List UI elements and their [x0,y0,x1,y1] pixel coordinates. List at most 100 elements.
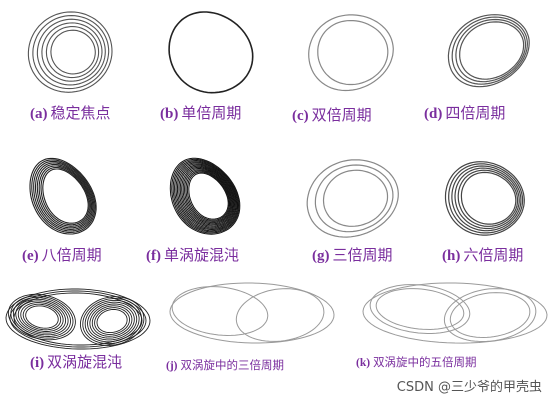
panel-f: (f)单涡旋混沌 [140,150,280,270]
caption-label: 八倍周期 [41,246,102,264]
trajectory-loop [25,305,59,329]
phase-portrait-j [169,282,335,344]
caption-label: 稳定焦点 [50,104,111,122]
trajectory-loop [188,172,229,220]
trajectory-loop [42,168,89,224]
caption-e: (e)八倍周期 [22,246,102,265]
caption-tag: (g) [312,248,330,264]
watermark: CSDN @三少爷的甲壳虫 [396,380,542,395]
trajectory-loop [459,21,525,80]
trajectory-loop [455,18,527,83]
trajectory-loop [87,301,138,341]
trajectory-loop [174,161,238,232]
trajectory-loop [168,11,254,94]
trajectory-loop [186,171,230,221]
trajectory-loop [31,159,96,234]
trajectory-loop [172,159,239,233]
caption-label: 六倍周期 [463,246,524,264]
trajectory-loop [45,26,100,79]
trajectory-loop [449,292,531,339]
phase-portrait-b [168,11,254,94]
caption-j: (j)双涡旋中的三倍周期 [166,356,284,375]
trajectory-loop [169,157,241,235]
phase-portrait-d [447,14,530,88]
trajectory-loop [20,302,64,332]
caption-label: 三倍周期 [332,246,393,264]
trajectory-loop [306,159,399,238]
trajectory-loop [322,169,389,227]
trajectory-loop [169,282,335,344]
trajectory-loop [181,166,234,226]
trajectory-loop [175,162,237,231]
trajectory-loop [308,14,394,92]
caption-i: (i)双涡旋混沌 [30,353,122,372]
trajectory-loop [179,165,235,227]
caption-d: (d)四倍周期 [424,104,505,123]
trajectory-loop [185,170,231,222]
phase-portrait-e [29,157,97,235]
caption-label: 双倍周期 [311,106,372,124]
trajectory-loop [314,164,394,233]
trajectory-loop [96,309,128,334]
trajectory-loop [460,171,517,225]
phase-portrait-h [444,161,525,236]
trajectory-loop [444,161,525,236]
trajectory-loop [171,286,269,337]
trajectory-loop [29,157,97,235]
trajectory-loop [5,288,151,350]
trajectory-loop [176,163,236,229]
trajectory-loop [171,158,240,234]
phase-portrait-a [27,11,113,93]
caption-b: (b)单倍周期 [160,104,241,123]
trajectory-loop [50,29,96,75]
caption-label: 双涡旋混沌 [47,353,123,371]
caption-label: 双涡旋中的五倍周期 [373,355,477,369]
trajectory-loop [454,167,520,230]
trajectory-loop [362,282,548,344]
trajectory-loop [32,15,110,90]
caption-f: (f)单涡旋混沌 [146,246,239,265]
trajectory-loop [317,20,389,86]
trajectory-loop [36,163,93,229]
trajectory-loop [10,295,74,339]
trajectory-loop [17,300,67,334]
caption-tag: (h) [442,248,461,264]
trajectory-loop [447,14,530,88]
caption-tag: (d) [424,106,443,122]
phase-portrait-i [5,288,151,350]
trajectory-loop [82,298,142,345]
panel-i: (i)双涡旋混沌 [0,275,160,375]
panel-b: (b)单倍周期 [140,0,280,130]
trajectory-loop [89,303,135,339]
caption-h: (h)六倍周期 [442,246,523,265]
caption-g: (g)三倍周期 [312,246,393,265]
caption-a: (a)稳定焦点 [30,104,111,123]
panel-c: (c)双倍周期 [280,0,420,130]
trajectory-loop [235,288,325,342]
caption-label: 四倍周期 [445,104,506,122]
caption-k: (k)双涡旋中的五倍周期 [356,353,477,372]
trajectory-loop [448,163,524,234]
panel-h: (h)六倍周期 [416,150,556,270]
panel-g: (g)三倍周期 [280,150,420,270]
caption-label: 单倍周期 [181,104,242,122]
trajectory-loop [34,162,94,230]
phase-portrait-k [362,282,548,344]
trajectory-loop [457,169,519,227]
trajectory-loop [184,169,232,224]
trajectory-loop [40,166,90,226]
caption-label: 双涡旋中的三倍周期 [180,358,285,372]
caption-tag: (j) [166,360,178,372]
phase-portrait-g [306,159,399,238]
panel-e: (e)八倍周期 [0,150,140,270]
phase-portrait-c [308,14,394,92]
caption-c: (c)双倍周期 [292,106,372,125]
trajectory-loop [9,290,147,348]
panel-k: (k)双涡旋中的五倍周期 [350,275,556,375]
panel-d: (d)四倍周期 [416,0,556,130]
panel-a: (a)稳定焦点 [0,0,140,130]
trajectory-loop [369,284,471,334]
trajectory-loop [178,164,236,228]
trajectory-loop [375,288,465,331]
